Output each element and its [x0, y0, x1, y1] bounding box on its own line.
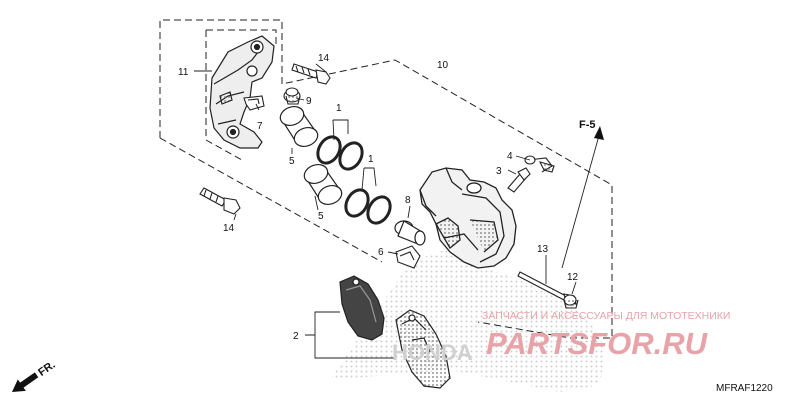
retainer-clip-7 — [243, 95, 265, 111]
brake-pad-2-rear — [339, 275, 385, 341]
label-5-lower: 5 — [318, 211, 324, 222]
brake-pad-2-front — [395, 309, 451, 389]
piston-5-lower — [303, 163, 343, 206]
label-1-upper: 1 — [336, 103, 342, 114]
label-12: 12 — [567, 272, 579, 283]
label-14-lower: 14 — [223, 223, 235, 234]
label-3: 3 — [496, 166, 502, 177]
label-9: 9 — [306, 96, 312, 107]
label-6: 6 — [378, 247, 384, 258]
label-2: 2 — [293, 331, 299, 342]
label-7: 7 — [257, 121, 263, 132]
reference-label: F-5 — [579, 119, 596, 131]
front-direction-indicator: FR. — [12, 359, 58, 392]
label-10: 10 — [437, 60, 449, 71]
watermark-brand: PARTSFOR.RU — [486, 326, 709, 361]
label-11: 11 — [178, 67, 189, 78]
caliper-pin-8 — [394, 220, 426, 246]
piston-seals-1-lower — [344, 188, 392, 225]
reference-arrow — [594, 126, 604, 140]
boot-9 — [283, 87, 301, 105]
front-label: FR. — [36, 359, 57, 379]
piston-seals-1-upper — [316, 135, 364, 171]
pad-spring-6 — [395, 245, 421, 269]
watermark-tagline: ЗАПЧАСТИ И АКСЕССУАРЫ ДЛЯ МОТОТЕХНИКИ — [482, 310, 730, 322]
watermark-logo-text: HONDA — [392, 340, 473, 365]
caliper-bracket — [209, 35, 275, 149]
caliper-body — [419, 167, 517, 269]
diagram-code: MFRAF1220 — [716, 383, 773, 394]
piston-5-upper — [279, 105, 319, 148]
slide-pin-boot-12 — [563, 294, 579, 309]
label-14-upper: 14 — [318, 53, 330, 64]
bleeder-valve-3 — [507, 167, 531, 193]
label-5-upper: 5 — [289, 156, 295, 167]
leader-lines — [194, 63, 601, 359]
label-4: 4 — [507, 151, 513, 162]
honda-wing-watermark — [330, 250, 605, 392]
assembly-dashed-outline — [159, 19, 613, 339]
label-13: 13 — [537, 244, 549, 255]
label-8: 8 — [405, 195, 411, 206]
watermark: ЗАПЧАСТИ И АКСЕССУАРЫ ДЛЯ МОТОТЕХНИКИ PA… — [392, 310, 730, 365]
part-labels: 11 14 9 7 5 1 1 5 14 10 4 3 8 6 13 12 2 … — [178, 53, 596, 342]
bolt-14-upper — [291, 63, 331, 85]
bolt-14-lower — [199, 187, 241, 215]
bleeder-cap-4 — [524, 155, 555, 173]
label-1-lower: 1 — [368, 154, 374, 165]
